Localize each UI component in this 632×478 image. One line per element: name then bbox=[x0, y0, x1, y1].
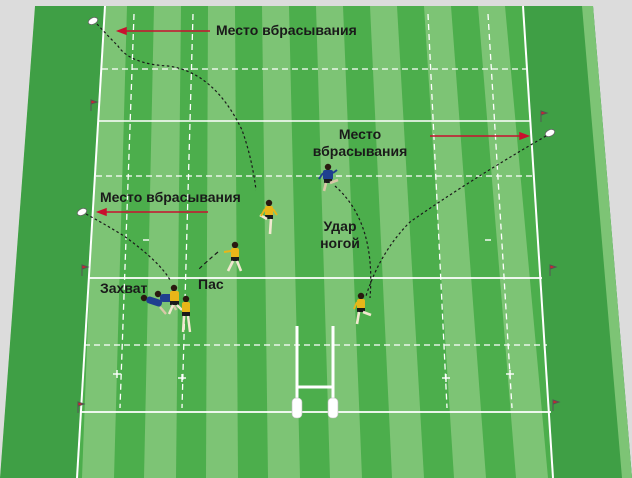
label-pass: Пас bbox=[198, 276, 224, 293]
label-tackle: Захват bbox=[100, 280, 147, 297]
label-throw-in-right-line1: Место bbox=[300, 126, 420, 143]
label-kick-line1: Удар bbox=[308, 218, 372, 235]
label-throw-in-top: Место вбрасывания bbox=[216, 22, 357, 39]
label-throw-in-right-line2: вбрасывания bbox=[300, 143, 420, 160]
label-throw-in-left: Место вбрасывания bbox=[100, 189, 241, 206]
label-kick: Удар ногой bbox=[308, 218, 372, 252]
label-throw-in-right: Место вбрасывания bbox=[300, 126, 420, 160]
label-kick-line2: ногой bbox=[308, 235, 372, 252]
